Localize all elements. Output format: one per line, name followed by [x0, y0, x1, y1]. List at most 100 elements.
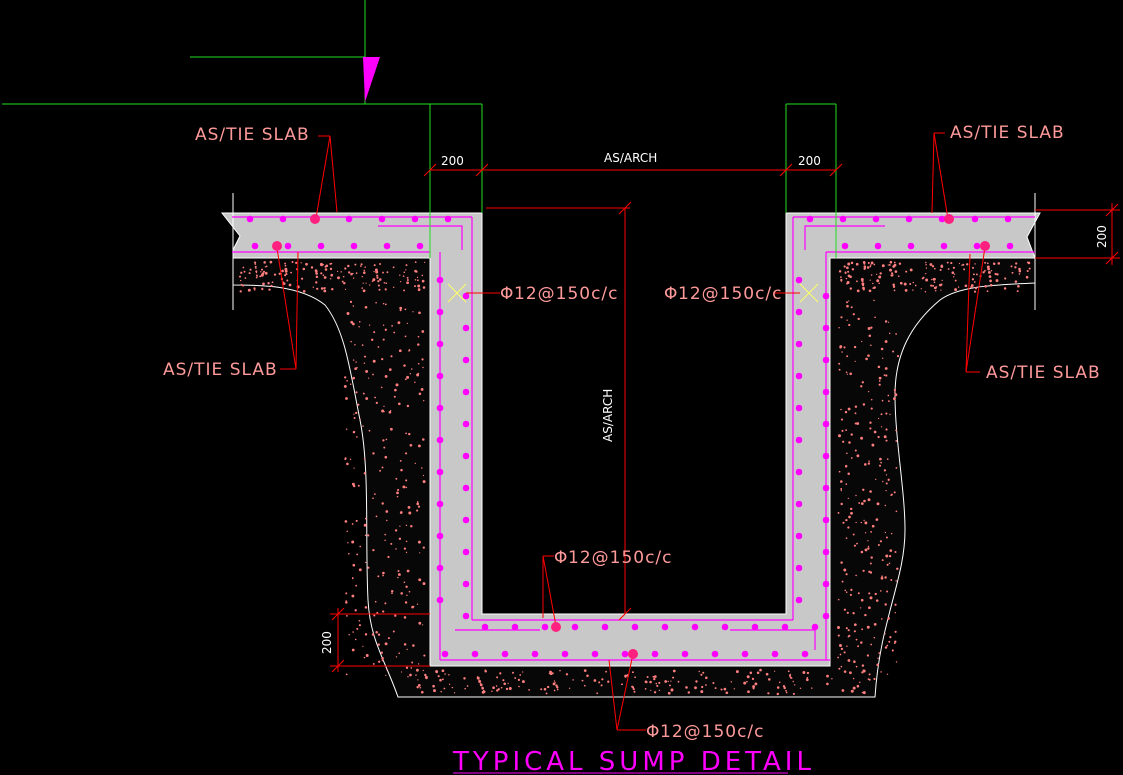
soil-speck	[883, 435, 887, 439]
rebar-dots	[246, 215, 1014, 658]
soil-speck	[854, 360, 856, 363]
soil-speck	[598, 681, 601, 684]
soil-speck	[416, 603, 419, 605]
soil-speck	[362, 282, 364, 284]
soil-speck	[845, 429, 848, 432]
soil-speck	[879, 540, 883, 543]
soil-speck	[862, 569, 865, 572]
soil-speck	[845, 483, 848, 485]
soil-speck	[851, 268, 855, 271]
soil-speck	[267, 281, 270, 285]
soil-speck	[887, 321, 890, 323]
soil-speck	[382, 439, 385, 442]
soil-speck	[880, 347, 884, 351]
soil-speck	[365, 561, 367, 564]
soil-speck	[242, 284, 245, 287]
soil-speck	[846, 452, 848, 455]
soil-speck	[992, 262, 996, 265]
rebar-dot	[795, 372, 803, 380]
soil-speck	[254, 265, 257, 268]
soil-speck	[855, 280, 858, 283]
soil-speck	[345, 601, 348, 604]
soil-speck	[862, 288, 865, 291]
soil-speck	[895, 333, 897, 335]
soil-speck	[405, 269, 407, 271]
soil-speck	[894, 630, 897, 633]
soil-speck	[866, 266, 870, 269]
rebar-dot	[1004, 215, 1012, 223]
soil-speck	[846, 301, 848, 304]
soil-speck	[273, 273, 277, 276]
soil-speck	[875, 518, 879, 521]
soil-speck	[329, 267, 333, 271]
soil-speck	[884, 504, 887, 507]
soil-speck	[373, 270, 375, 273]
soil-speck	[386, 668, 388, 671]
soil-speck	[653, 677, 656, 681]
soil-speck	[885, 412, 888, 415]
soil-speck	[850, 507, 853, 511]
soil-speck	[552, 682, 556, 686]
soil-speck	[408, 511, 412, 515]
soil-speck	[867, 462, 871, 465]
soil-speck	[867, 547, 870, 550]
soil-speck	[352, 430, 356, 434]
soil-speck	[855, 262, 859, 266]
soil-speck	[375, 631, 378, 634]
soil-speck	[424, 675, 428, 679]
soil-speck	[352, 631, 354, 633]
soil-speck	[841, 351, 843, 353]
soil-speck	[880, 413, 883, 416]
soil-speck	[295, 261, 298, 265]
dim-depth: AS/ARCH	[601, 389, 615, 442]
soil-speck	[920, 288, 922, 290]
soil-speck	[847, 472, 850, 476]
soil-speck	[988, 275, 992, 278]
soil-speck	[373, 331, 376, 334]
soil-speck	[285, 273, 288, 276]
soil-speck	[291, 260, 294, 264]
soil-speck	[387, 555, 390, 559]
rebar-dot	[436, 340, 444, 348]
soil-speck	[785, 691, 788, 694]
rebar-dot	[279, 215, 287, 223]
soil-speck	[353, 467, 355, 469]
soil-speck	[884, 633, 886, 635]
soil-speck	[1026, 269, 1029, 273]
soil-speck	[974, 263, 976, 265]
rebar-dot	[973, 242, 981, 250]
soil-speck	[932, 284, 934, 287]
soil-speck	[242, 266, 245, 269]
soil-speck	[973, 281, 976, 283]
soil-speck	[888, 554, 892, 558]
soil-speck	[845, 464, 848, 468]
rebar-dot	[741, 650, 749, 658]
soil-speck	[986, 265, 990, 269]
soil-speck	[410, 368, 413, 370]
soil-speck	[997, 262, 1001, 265]
soil-speck	[776, 686, 780, 689]
soil-speck	[792, 680, 794, 683]
soil-speck	[700, 673, 703, 676]
soil-speck	[844, 410, 848, 414]
soil-speck	[941, 279, 943, 282]
soil-speck	[397, 576, 399, 579]
soil-speck	[336, 270, 339, 273]
soil-speck	[269, 260, 273, 264]
soil-speck	[478, 680, 482, 683]
rebar-dot	[795, 404, 803, 412]
soil-speck	[884, 531, 887, 534]
soil-speck	[249, 268, 252, 271]
soil-speck	[925, 267, 928, 269]
soil-speck	[897, 275, 900, 278]
soil-speck	[422, 438, 425, 441]
soil-speck	[889, 413, 891, 416]
soil-speck	[389, 410, 392, 412]
soil-speck	[698, 670, 700, 673]
soil-speck	[385, 674, 387, 677]
rebar-dot	[471, 650, 479, 658]
soil-speck	[403, 547, 407, 550]
soil-speck	[247, 288, 251, 292]
soil-speck	[543, 687, 547, 691]
soil-speck	[239, 290, 242, 293]
